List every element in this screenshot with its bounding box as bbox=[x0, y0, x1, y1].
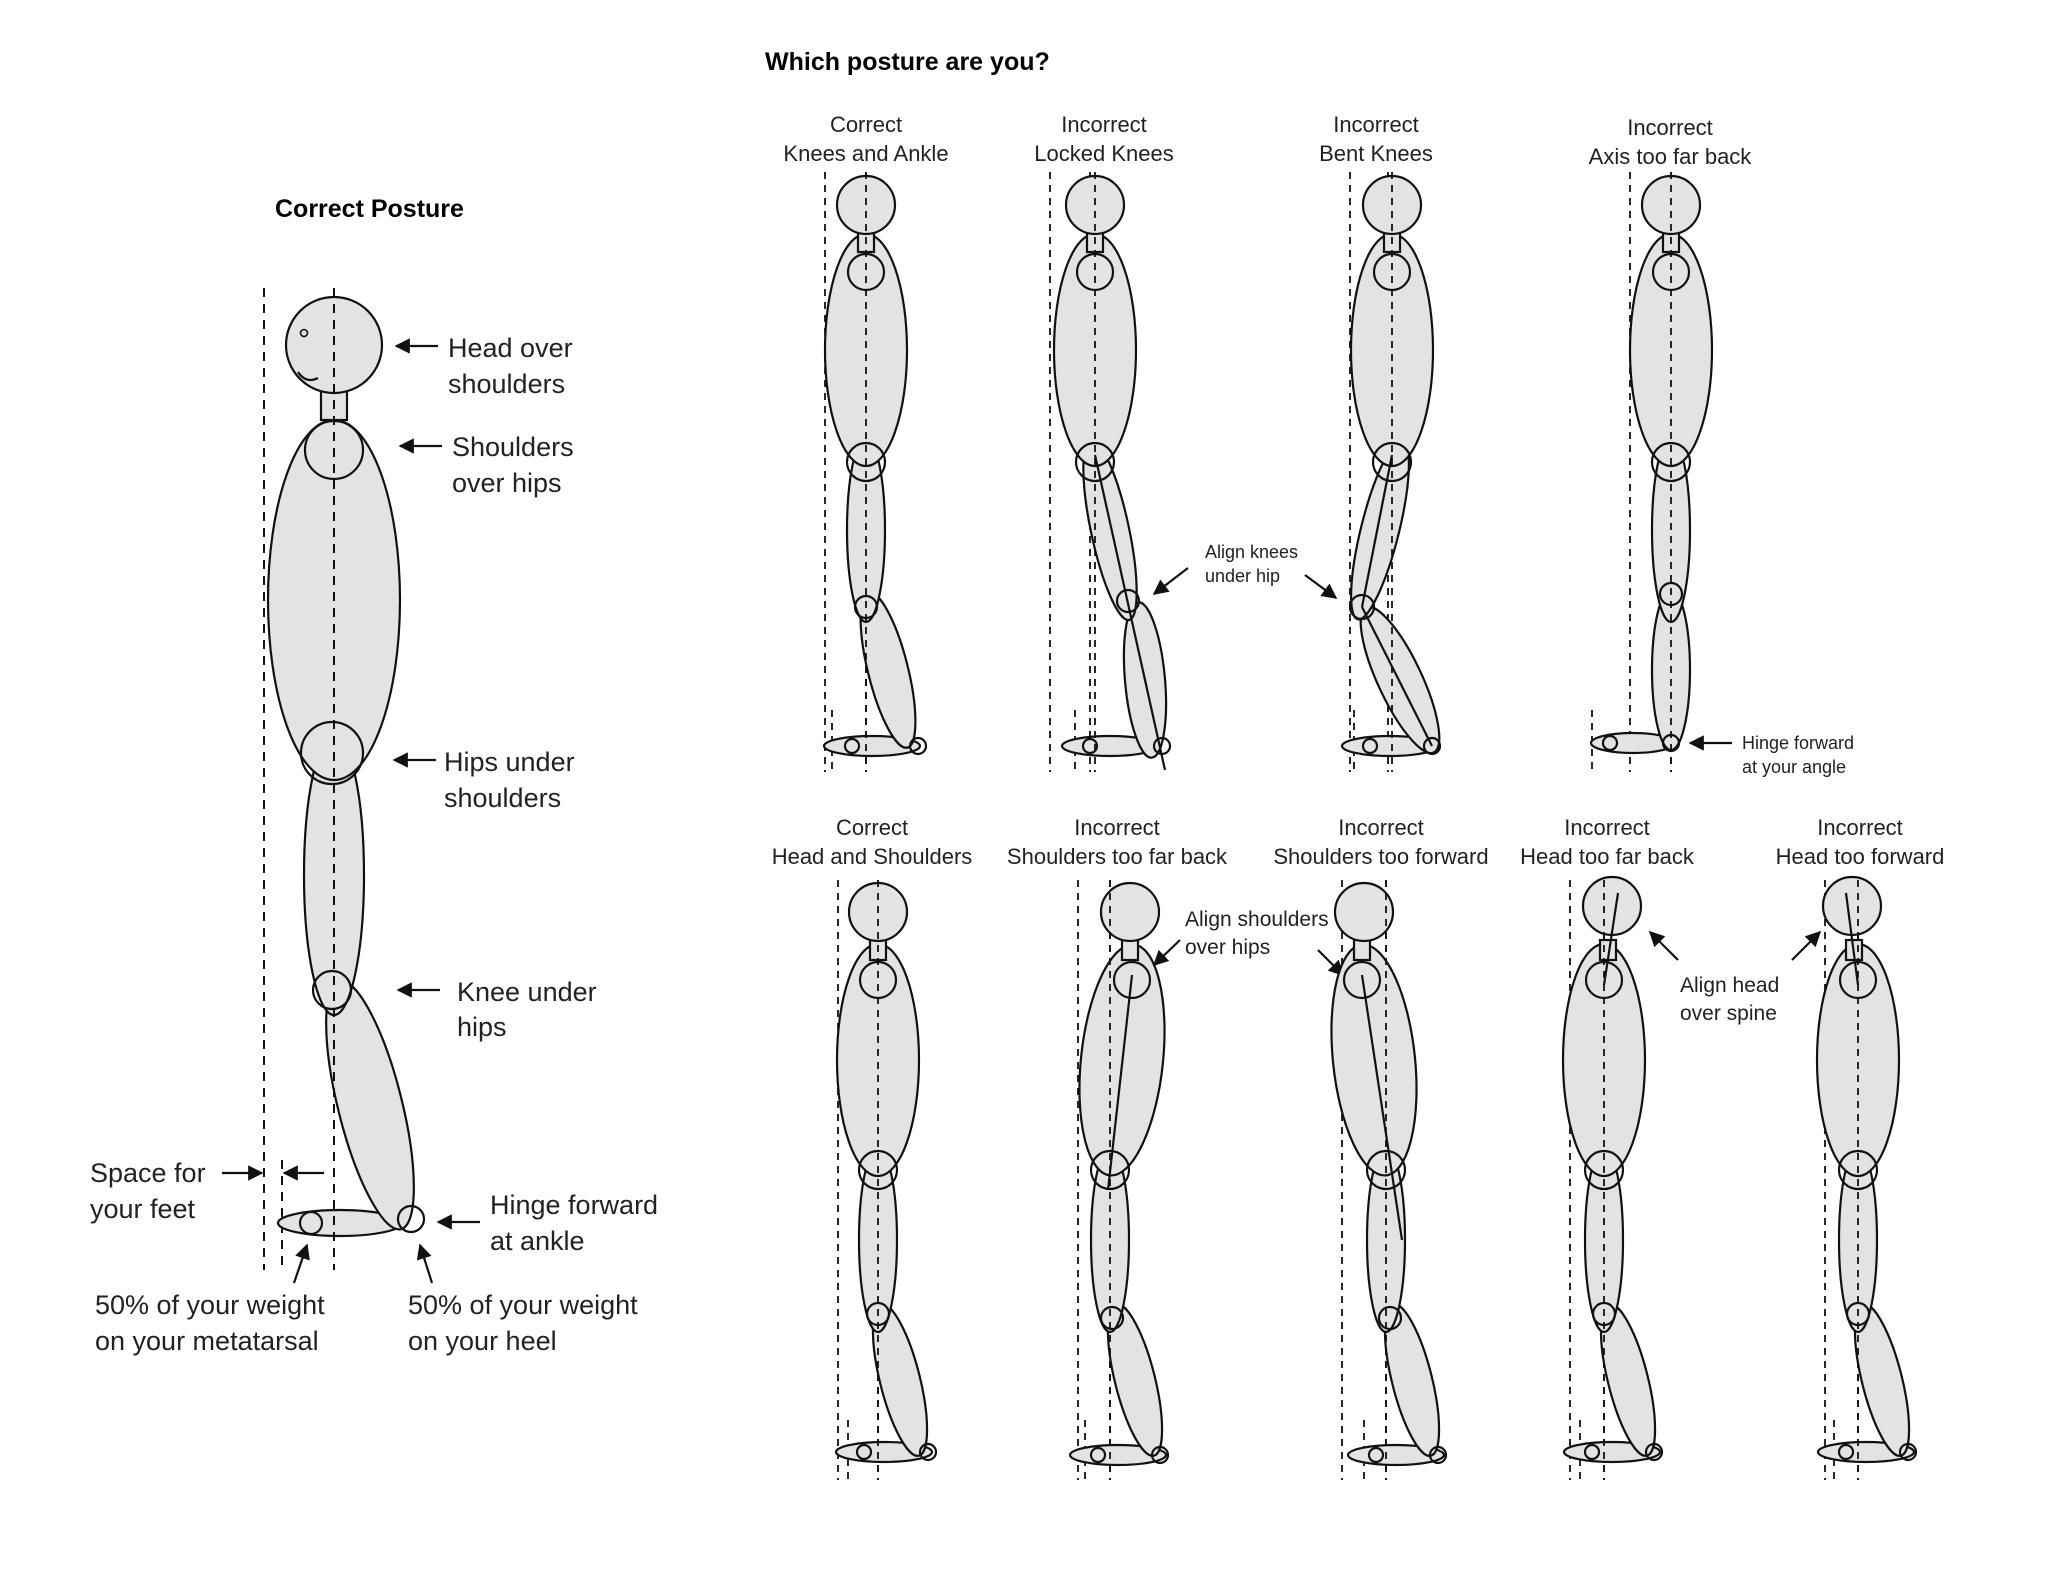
caption-r2-5-status: Incorrect bbox=[1817, 815, 1903, 840]
row1-captions: Correct Knees and Ankle Incorrect Locked… bbox=[783, 112, 1752, 169]
label-shoulders-2: over hips bbox=[452, 468, 562, 498]
caption-r1-3-status: Incorrect bbox=[1333, 112, 1419, 137]
label-hips-1: Hips under bbox=[444, 747, 575, 777]
main-title: Correct Posture bbox=[275, 195, 464, 223]
label-space-2: your feet bbox=[90, 1194, 196, 1224]
label-shoulders-1: Shoulders bbox=[452, 432, 574, 462]
caption-r2-1-status: Correct bbox=[836, 815, 908, 840]
caption-r2-3-status: Incorrect bbox=[1338, 815, 1424, 840]
label-heel-2: on your heel bbox=[408, 1326, 557, 1356]
label-metatarsal-1: 50% of your weight bbox=[95, 1290, 325, 1320]
note-hinge-angle-1: Hinge forward bbox=[1742, 733, 1854, 753]
figure-r2-head-forward bbox=[1815, 875, 1918, 1480]
label-knee-2: hips bbox=[457, 1012, 507, 1042]
figure-r2-correct-head bbox=[834, 880, 938, 1480]
label-knee-1: Knee under bbox=[457, 977, 597, 1007]
caption-r1-4-status: Incorrect bbox=[1627, 115, 1713, 140]
label-head-over-shoulders-2: shoulders bbox=[448, 369, 565, 399]
caption-r1-3-name: Bent Knees bbox=[1319, 141, 1433, 166]
label-hinge-1: Hinge forward bbox=[490, 1190, 658, 1220]
row2-captions: Correct Head and Shoulders Incorrect Sho… bbox=[772, 815, 1945, 869]
caption-r2-3-name: Shoulders too forward bbox=[1273, 844, 1488, 869]
caption-r2-2-status: Incorrect bbox=[1074, 815, 1160, 840]
note-align-head-1: Align head bbox=[1680, 974, 1779, 997]
figure-r1-locked-knees bbox=[1049, 172, 1172, 772]
quiz-title: Which posture are you? bbox=[765, 48, 1050, 76]
label-metatarsal-2: on your metatarsal bbox=[95, 1326, 319, 1356]
note-align-shoulders-1: Align shoulders bbox=[1185, 908, 1329, 931]
caption-r1-4-name: Axis too far back bbox=[1589, 144, 1753, 169]
label-space-1: Space for bbox=[90, 1158, 206, 1188]
caption-r2-5-name: Head too forward bbox=[1776, 844, 1945, 869]
caption-r1-1-status: Correct bbox=[830, 112, 902, 137]
label-hips-2: shoulders bbox=[444, 783, 561, 813]
figure-r1-bent-knees bbox=[1340, 172, 1442, 772]
caption-r2-4-name: Head too far back bbox=[1520, 844, 1695, 869]
caption-r1-2-status: Incorrect bbox=[1061, 112, 1147, 137]
main-figure: Correct Posture Head over shoulders Sho bbox=[90, 195, 658, 1356]
figure-r1-axis-back bbox=[1589, 172, 1714, 772]
note-align-shoulders-2: over hips bbox=[1185, 936, 1270, 959]
caption-r2-1-name: Head and Shoulders bbox=[772, 844, 973, 869]
figure-r2-shoulders-back bbox=[1068, 880, 1170, 1480]
label-head-over-shoulders-1: Head over bbox=[448, 333, 573, 363]
figure-r2-head-back bbox=[1561, 875, 1664, 1480]
caption-r1-2-name: Locked Knees bbox=[1034, 141, 1173, 166]
figure-r1-correct-knees bbox=[822, 172, 928, 772]
note-align-knees-1: Align knees bbox=[1205, 542, 1298, 562]
note-align-knees-2: under hip bbox=[1205, 566, 1280, 586]
label-heel-1: 50% of your weight bbox=[408, 1290, 638, 1320]
caption-r1-1-name: Knees and Ankle bbox=[783, 141, 948, 166]
figure-r2-shoulders-forward bbox=[1330, 880, 1448, 1480]
note-align-head-2: over spine bbox=[1680, 1002, 1777, 1025]
note-hinge-angle-2: at your angle bbox=[1742, 757, 1846, 777]
caption-r2-2-name: Shoulders too far back bbox=[1007, 844, 1228, 869]
label-hinge-2: at ankle bbox=[490, 1226, 585, 1256]
caption-r2-4-status: Incorrect bbox=[1564, 815, 1650, 840]
